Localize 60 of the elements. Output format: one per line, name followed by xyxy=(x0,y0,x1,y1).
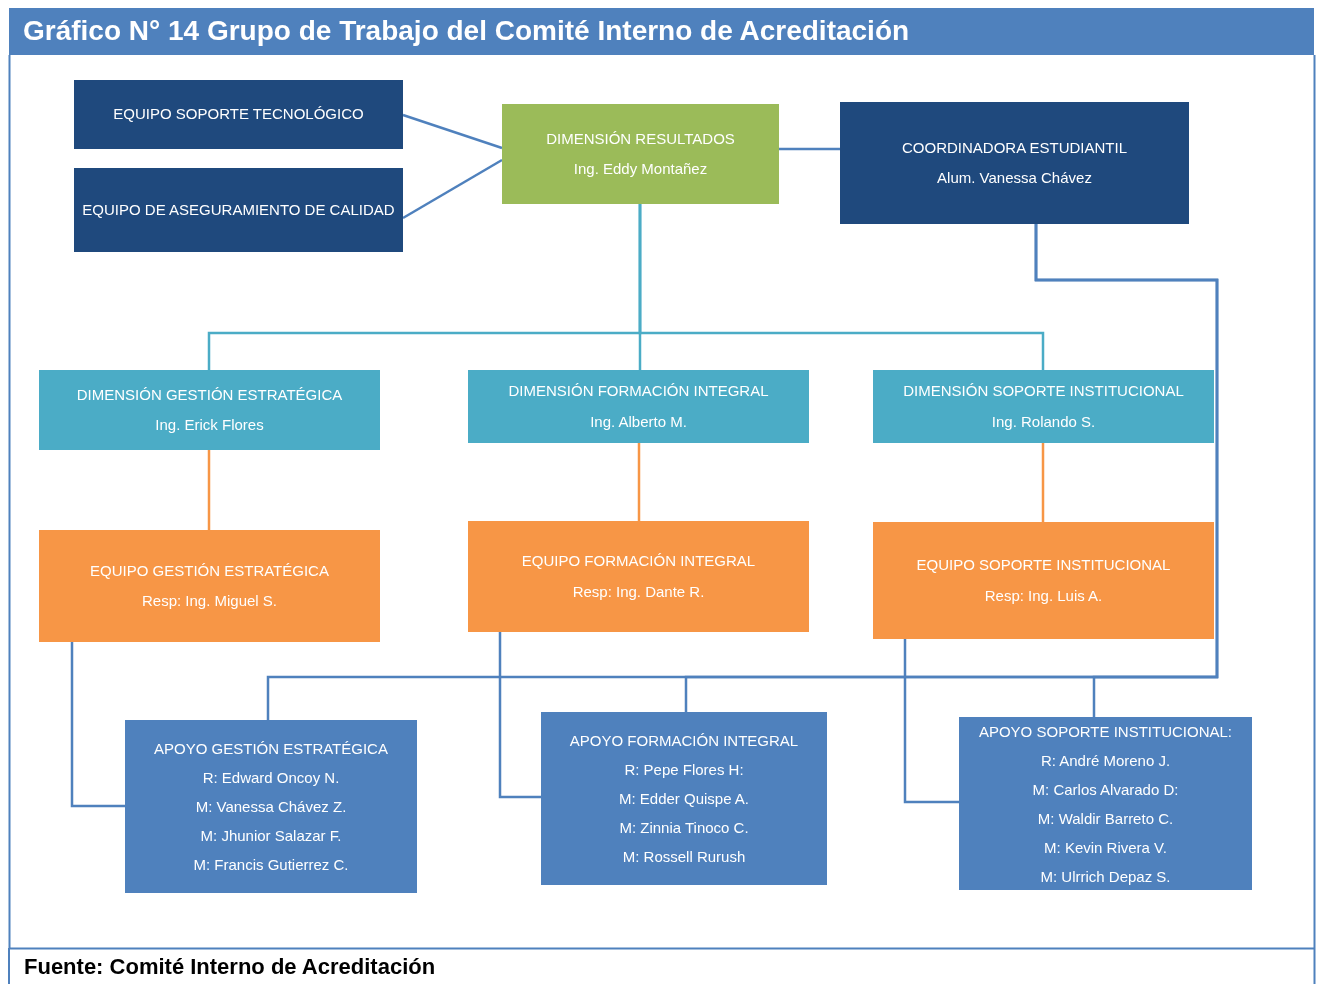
source-caption: Fuente: Comité Interno de Acreditación xyxy=(24,954,436,980)
connector-line xyxy=(1034,224,1219,717)
support-box xyxy=(125,720,417,893)
team-box xyxy=(74,168,403,252)
member-name: Ing. Alberto M. xyxy=(590,411,687,432)
box-heading: EQUIPO DE ASEGURAMIENTO DE CALIDAD xyxy=(82,199,395,220)
box-heading: DIMENSIÓN SOPORTE INSTITUCIONAL xyxy=(903,381,1184,402)
team-box xyxy=(39,530,380,642)
member-name: M: Vanessa Chávez Z. xyxy=(195,797,347,817)
member-name: M: Carlos Alvarado D: xyxy=(1032,779,1179,800)
member-name: Resp: Ing. Luis A. xyxy=(984,585,1103,606)
connector-line xyxy=(498,632,541,799)
dimension-box xyxy=(468,370,809,443)
dimension-box xyxy=(39,370,380,450)
team-box xyxy=(873,522,1214,639)
box-heading: DIMENSIÓN RESULTADOS xyxy=(546,128,735,149)
connector-line xyxy=(1041,443,1045,522)
support-box xyxy=(541,712,827,885)
member-name: M: Waldir Barreto C. xyxy=(1037,808,1174,829)
title-bar: Gráfico N° 14 Grupo de Trabajo del Comité Interno de Acreditación xyxy=(9,8,1314,55)
support-box xyxy=(959,717,1252,890)
member-name: R: André Moreno J. xyxy=(1040,750,1171,771)
dimension-box xyxy=(873,370,1214,443)
box-heading: EQUIPO SOPORTE INSTITUCIONAL xyxy=(916,555,1171,576)
member-name: Ing. Erick Flores xyxy=(155,415,264,435)
connector-line xyxy=(402,158,503,220)
member-name: M: Zinnia Tinoco C. xyxy=(619,818,749,838)
connector-line xyxy=(402,113,503,150)
connector-line xyxy=(779,147,840,151)
member-name: R: Pepe Flores H: xyxy=(624,760,744,780)
dimension-box xyxy=(502,104,779,204)
box-heading: DIMENSIÓN FORMACIÓN INTEGRAL xyxy=(508,381,769,402)
member-name: M: Ulrrich Depaz S. xyxy=(1040,866,1171,887)
box-heading: COORDINADORA ESTUDIANTIL xyxy=(902,137,1127,158)
member-name: Alum. Vanessa Chávez xyxy=(937,168,1092,188)
connector-line xyxy=(638,204,1045,370)
box-heading: EQUIPO FORMACIÓN INTEGRAL xyxy=(521,551,756,572)
team-box xyxy=(74,80,403,149)
team-box xyxy=(468,521,809,632)
member-name: M: Kevin Rivera V. xyxy=(1044,837,1167,858)
box-heading: EQUIPO GESTIÓN ESTRATÉGICA xyxy=(90,560,329,581)
connector-line xyxy=(903,639,959,804)
member-name: M: Rossell Rurush xyxy=(622,847,746,867)
box-heading: APOYO SOPORTE INSTITUCIONAL: xyxy=(978,721,1233,742)
member-name: R: Edward Oncoy N. xyxy=(202,768,340,788)
member-name: Ing. Eddy Montañez xyxy=(573,159,708,179)
connector-line xyxy=(70,642,125,808)
coordinator-box xyxy=(840,102,1189,224)
box-heading: APOYO GESTIÓN ESTRATÉGICA xyxy=(154,739,388,759)
connector-line xyxy=(637,443,641,521)
member-name: M: Francis Gutierrez C. xyxy=(193,855,349,875)
member-name: Resp: Ing. Miguel S. xyxy=(141,591,278,611)
member-name: M: Edder Quispe A. xyxy=(618,789,750,809)
box-heading: EQUIPO SOPORTE TECNOLÓGICO xyxy=(113,104,364,125)
member-name: Ing. Rolando S. xyxy=(991,411,1096,432)
box-heading: DIMENSIÓN GESTIÓN ESTRATÉGICA xyxy=(76,384,343,405)
box-heading: APOYO FORMACIÓN INTEGRAL xyxy=(569,731,799,751)
connector-line xyxy=(207,450,211,530)
member-name: M: Jhunior Salazar F. xyxy=(200,826,342,846)
member-name: Resp: Ing. Dante R. xyxy=(572,581,705,602)
